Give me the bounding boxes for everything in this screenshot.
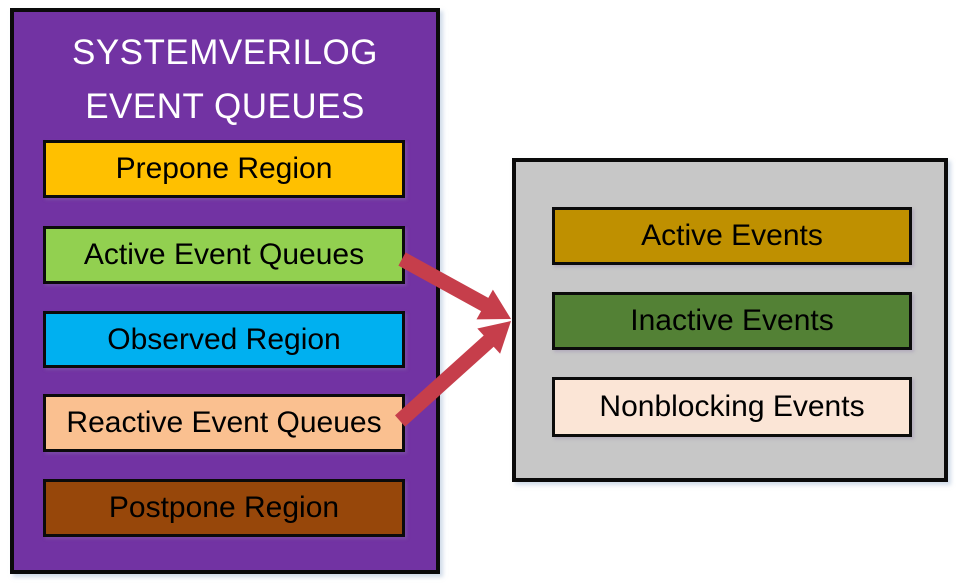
panel-title-line2: EVENT QUEUES xyxy=(85,87,365,126)
node-active-events: Active Events xyxy=(552,207,912,265)
node-observed-region: Observed Region xyxy=(43,311,405,368)
node-active-event-queues: Active Event Queues xyxy=(43,226,405,284)
node-reactive-event-queues: Reactive Event Queues xyxy=(43,394,405,452)
panel-title: SYSTEMVERILOG EVENT QUEUES xyxy=(14,26,436,134)
node-postpone-region: Postpone Region xyxy=(43,479,405,537)
node-inactive-events: Inactive Events xyxy=(552,292,912,350)
node-prepone-region: Prepone Region xyxy=(43,140,405,198)
node-nonblocking-events: Nonblocking Events xyxy=(552,377,912,437)
panel-title-line1: SYSTEMVERILOG xyxy=(71,33,379,72)
